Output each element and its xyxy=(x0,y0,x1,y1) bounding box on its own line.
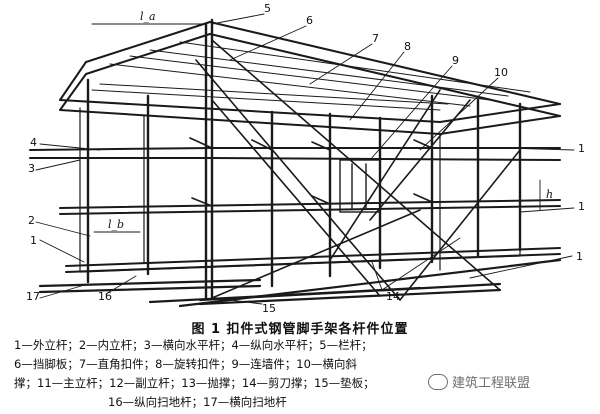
callout-6: 6 xyxy=(306,14,313,27)
figure-caption: 图 1 扣件式钢管脚手架各杆件位置 xyxy=(191,322,409,337)
dimension-marks xyxy=(91,23,541,233)
dimension-lb: l_b xyxy=(108,218,124,231)
callout-4: 4 xyxy=(30,136,37,149)
top-boards xyxy=(109,41,531,107)
callout-16: 16 xyxy=(98,290,112,303)
callout-1-left: 1 xyxy=(30,234,37,247)
top-platform xyxy=(59,21,561,135)
ground-boards xyxy=(38,258,562,308)
callout-2: 2 xyxy=(28,214,35,227)
cross-bracing xyxy=(195,39,521,301)
transoms xyxy=(189,137,433,207)
watermark: 建筑工程联盟 xyxy=(428,372,598,394)
outer-standards xyxy=(86,18,522,300)
callout-1-right-bottom: 1 xyxy=(576,250,583,263)
dimension-la: l_a xyxy=(140,10,156,23)
watermark-text: 建筑工程联盟 xyxy=(452,376,531,391)
callout-17: 17 xyxy=(26,290,40,303)
callout-15: 15 xyxy=(262,302,276,315)
legend-line: 撑；11—主立杆；12—副立杆；13—抛撑；14—剪刀撑；15—垫板； xyxy=(14,376,375,390)
callout-8: 8 xyxy=(404,40,411,53)
callout-1-right-mid: 1 xyxy=(578,200,585,213)
callout-labels: 5 6 7 8 9 10 4 3 2 1 1 1 1 17 16 15 14 l… xyxy=(26,2,585,315)
callout-9: 9 xyxy=(452,54,459,67)
legend-line: 1—外立杆；2—内立杆；3—横向水平杆；4—纵向水平杆；5—栏杆； xyxy=(14,338,373,352)
callout-14: 14 xyxy=(386,290,400,303)
leader-lines xyxy=(35,13,575,305)
callout-5: 5 xyxy=(264,2,271,15)
legend-line: 16—纵向扫地杆；17—横向扫地杆 xyxy=(108,395,287,409)
callout-10: 10 xyxy=(494,66,508,79)
ledgers xyxy=(29,147,561,273)
dimension-h: h xyxy=(546,188,553,201)
callout-3: 3 xyxy=(28,162,35,175)
legend-line: 6—挡脚板；7—直角扣件；8—旋转扣件；9—连墙件；10—横向斜 xyxy=(14,357,357,371)
callout-7: 7 xyxy=(372,32,379,45)
callout-1-right-top: 1 xyxy=(578,142,585,155)
wechat-icon xyxy=(428,374,448,390)
